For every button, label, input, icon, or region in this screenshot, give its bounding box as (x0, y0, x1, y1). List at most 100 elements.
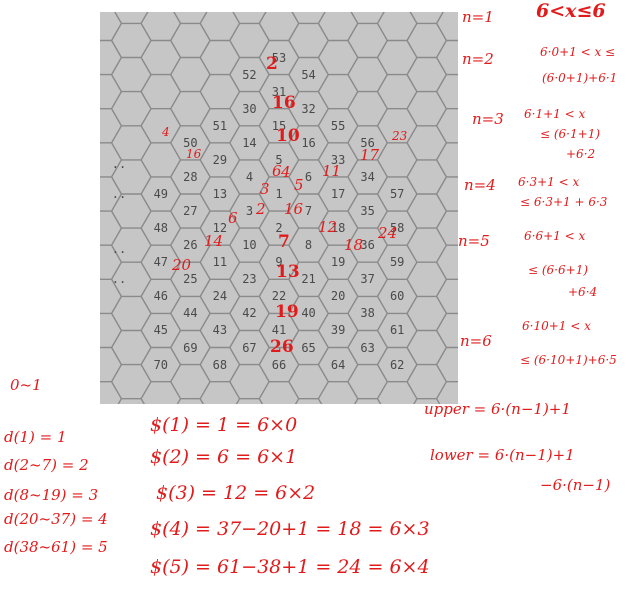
ring-range-expression: 6·0+1 < x ≤ (540, 45, 616, 59)
ring-range-expression: 6<x≤6 (536, 0, 606, 22)
hex-cell-number: 28 (183, 169, 198, 184)
hex-cell-number: 48 (153, 221, 169, 236)
hex-cell-number: 70 (153, 357, 169, 372)
hex-cell-number: 51 (212, 118, 228, 133)
ring-range-expression: 6·10+1 < x (522, 319, 591, 333)
hex-cell-number: 16 (301, 135, 316, 150)
distance-formula-line: d(20~37) = 4 (4, 510, 108, 528)
continuation-dots: .. (111, 272, 127, 286)
board-ink-number: 6 (272, 162, 282, 180)
ring-range-expression: +6·2 (566, 147, 596, 161)
board-ink-number: 19 (275, 302, 299, 322)
hex-cell-number: 21 (301, 272, 316, 287)
ring-range-expression: +6·4 (568, 285, 598, 299)
board-ink-number: 16 (186, 147, 202, 161)
board-ink-number: 17 (360, 146, 380, 164)
hex-cell-number: 22 (271, 289, 287, 304)
board-ink-number: 18 (344, 236, 364, 254)
hex-cell-number: 50 (183, 135, 198, 150)
hex-cell-number: 53 (271, 50, 287, 65)
hex-cell-number: 62 (389, 357, 405, 372)
board-ink-number: 4 (162, 125, 170, 139)
hex-cell-number: 46 (153, 289, 169, 304)
distance-formula-line: d(2~7) = 2 (4, 456, 89, 474)
hex-cell-number: 20 (330, 289, 346, 304)
board-ink-number: 2 (256, 200, 266, 218)
hex-cell-number: 56 (360, 135, 375, 150)
bound-formula-line: lower = 6·(n−1)+1 (430, 446, 575, 464)
ring-index-label: n=3 (472, 110, 504, 128)
ring-count-line: $(4) = 37−20+1 = 18 = 6×3 (150, 518, 430, 540)
hex-cell-number: 38 (360, 306, 375, 321)
hex-cell-number: 37 (360, 272, 375, 287)
hex-cell-number: 31 (271, 84, 287, 99)
hex-cell-number: 10 (242, 238, 257, 253)
board-ink-number: 16 (272, 93, 296, 113)
hex-cell-number: 15 (271, 118, 287, 133)
distance-formula-line: d(38~61) = 5 (4, 538, 108, 556)
hex-cell-number: 49 (153, 187, 169, 201)
hex-cell-number: 32 (301, 101, 316, 116)
hex-cell-number: 24 (212, 289, 228, 304)
hex-cell-number: 47 (153, 255, 169, 270)
hex-cell-number: 30 (242, 101, 257, 116)
hex-cell-number: 9 (275, 255, 283, 270)
hex-cell-number: 58 (389, 221, 405, 236)
hex-cell-number: 4 (245, 169, 254, 184)
board-ink-number: 23 (392, 129, 408, 143)
hex-cell-number: 63 (360, 340, 375, 355)
hex-cell-number: 19 (330, 255, 346, 270)
ring-count-line: $(3) = 12 = 6×2 (156, 482, 316, 504)
hex-cell-number: 40 (301, 306, 316, 321)
board-ink-number: 6 (228, 209, 238, 227)
board-ink-number: 16 (284, 200, 304, 218)
hex-cell-number: 67 (242, 340, 257, 355)
hex-cell-number: 27 (183, 204, 198, 219)
hex-cell-number: 65 (301, 340, 316, 355)
hex-cell-number: 39 (330, 323, 346, 338)
hex-cell-number: 17 (330, 187, 346, 201)
board-ink-number: 12 (318, 218, 338, 236)
ring-range-expression: 6·1+1 < x (524, 107, 586, 121)
hex-cell-number: 68 (212, 357, 228, 372)
hex-cell-number: 66 (271, 357, 287, 372)
ring-range-expression: (6·0+1)+6·1 (542, 71, 618, 85)
continuation-dots: .. (111, 187, 127, 201)
hex-cell-number: 35 (360, 204, 375, 219)
hex-cell-number: 26 (183, 238, 198, 253)
hex-cell-number: 54 (301, 67, 316, 82)
board-ink-number: 4 (281, 163, 291, 181)
hex-cell-number: 2 (275, 221, 283, 236)
ring-index-label: n=6 (460, 332, 492, 350)
hex-cell-number: 61 (389, 323, 405, 338)
bound-formula-line: −6·(n−1) (540, 476, 611, 494)
ring-count-line: $(2) = 6 = 6×1 (150, 446, 298, 468)
hex-cell-number: 57 (389, 187, 405, 201)
board-ink-number: 7 (278, 232, 290, 252)
board-ink-number: 3 (260, 180, 270, 198)
hex-cell-number: 43 (212, 323, 228, 338)
hex-cell-number: 12 (212, 221, 228, 236)
hex-cell-number: 1 (275, 187, 283, 201)
hex-cell-number: 5 (275, 152, 283, 167)
ring-index-label: n=1 (462, 8, 494, 26)
hex-cell-number: 44 (183, 306, 198, 321)
board-ink-number: 5 (294, 176, 304, 194)
hex-cell-number: 18 (330, 221, 346, 236)
hex-cell-number: 55 (330, 118, 346, 133)
ring-range-expression: ≤ 6·3+1 + 6·3 (520, 195, 608, 209)
ring-range-expression: 6·6+1 < x (524, 229, 586, 243)
ring-index-label: n=4 (464, 176, 496, 194)
hex-cell-number: 59 (389, 255, 405, 270)
hex-cell-number: 13 (212, 187, 228, 201)
ring-range-expression: 6·3+1 < x (518, 175, 580, 189)
continuation-dots: .. (111, 242, 127, 256)
ring-count-line: $(1) = 1 = 6×0 (150, 414, 298, 436)
hex-grid-lines (100, 12, 458, 404)
board-ink-number: 13 (276, 262, 300, 282)
continuation-dots: .. (111, 157, 127, 171)
board-ink-number: 11 (322, 162, 342, 180)
hex-cell-number: 69 (183, 340, 198, 355)
hex-cell-number: 45 (153, 323, 169, 338)
